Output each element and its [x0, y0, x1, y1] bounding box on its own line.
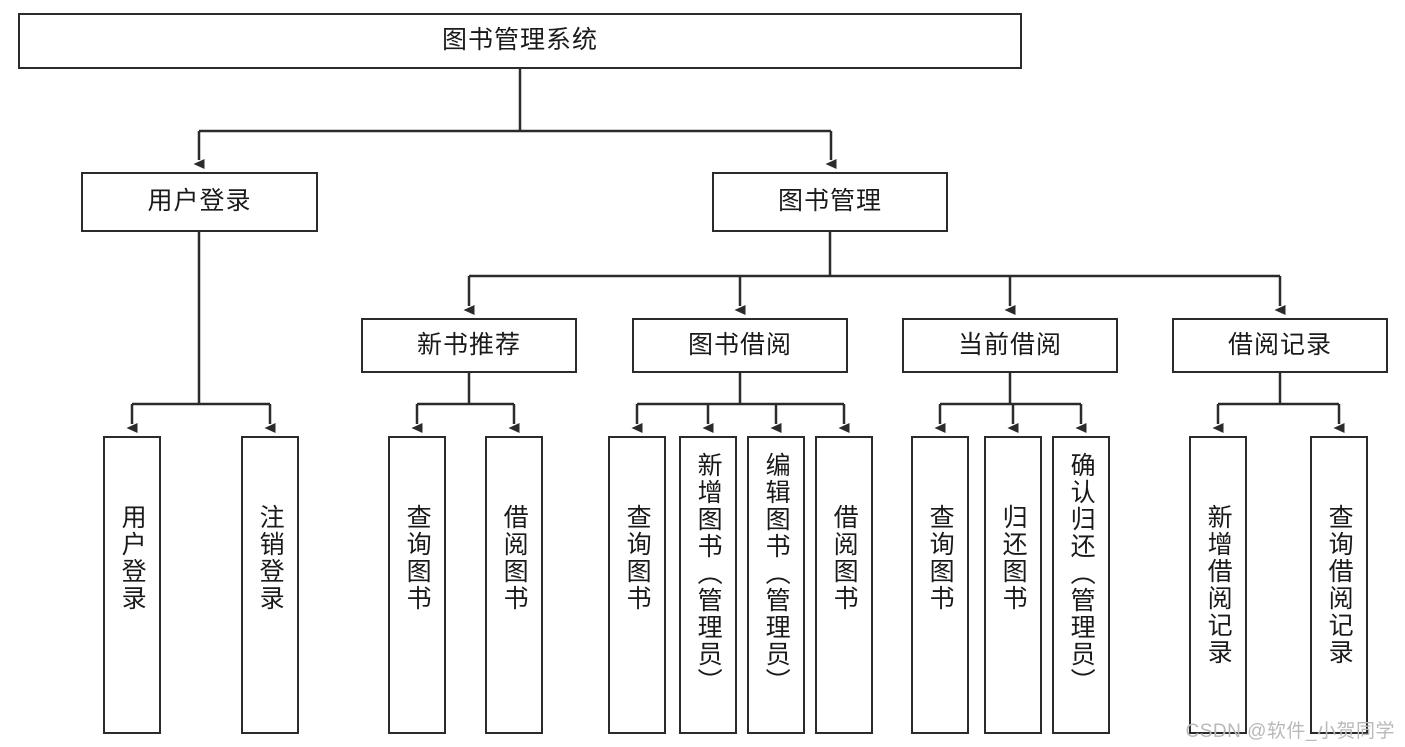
node-leaf-query-book-2-label: 查询图书 — [623, 504, 652, 612]
node-book-manage-label: 图书管理 — [777, 187, 882, 216]
node-leaf-add-record[interactable]: 新增借阅记录 — [1189, 436, 1247, 734]
node-leaf-borrow-book-2-label: 借阅图书 — [830, 504, 859, 612]
node-leaf-user-login-label: 用户登录 — [118, 504, 147, 612]
node-leaf-return-book[interactable]: 归还图书 — [984, 436, 1042, 734]
node-leaf-confirm-return-label: 确认归还（管理员） — [1067, 452, 1096, 695]
node-leaf-borrow-book-2[interactable]: 借阅图书 — [815, 436, 873, 734]
node-leaf-edit-book[interactable]: 编辑图书（管理员） — [747, 436, 805, 734]
node-root[interactable]: 图书管理系统 — [18, 13, 1022, 69]
node-leaf-add-book-label: 新增图书（管理员） — [694, 452, 723, 695]
node-user-login[interactable]: 用户登录 — [81, 172, 318, 232]
node-leaf-edit-book-label: 编辑图书（管理员） — [762, 452, 791, 695]
node-book-borrow[interactable]: 图书借阅 — [632, 318, 848, 373]
node-user-login-label: 用户登录 — [147, 187, 252, 216]
node-new-book-rec[interactable]: 新书推荐 — [361, 318, 577, 373]
node-leaf-query-record-label: 查询借阅记录 — [1325, 504, 1354, 666]
node-leaf-return-book-label: 归还图书 — [999, 504, 1028, 612]
node-leaf-add-book[interactable]: 新增图书（管理员） — [679, 436, 737, 734]
node-leaf-query-book-1-label: 查询图书 — [403, 504, 432, 612]
node-leaf-borrow-book-1[interactable]: 借阅图书 — [485, 436, 543, 734]
node-root-label: 图书管理系统 — [441, 26, 598, 55]
node-book-borrow-label: 图书借阅 — [687, 330, 792, 359]
node-leaf-query-book-2[interactable]: 查询图书 — [608, 436, 666, 734]
node-leaf-logout-label: 注销登录 — [256, 504, 285, 612]
node-leaf-query-book-3[interactable]: 查询图书 — [911, 436, 969, 734]
node-leaf-query-book-3-label: 查询图书 — [926, 504, 955, 612]
node-book-manage[interactable]: 图书管理 — [712, 172, 948, 232]
node-borrow-record[interactable]: 借阅记录 — [1172, 318, 1388, 373]
node-leaf-confirm-return[interactable]: 确认归还（管理员） — [1052, 436, 1110, 734]
node-leaf-user-login[interactable]: 用户登录 — [103, 436, 161, 734]
node-leaf-query-record[interactable]: 查询借阅记录 — [1310, 436, 1368, 734]
node-leaf-query-book-1[interactable]: 查询图书 — [388, 436, 446, 734]
csdn-watermark: CSDN @软件_小贺同学 — [1185, 721, 1395, 742]
node-leaf-logout[interactable]: 注销登录 — [241, 436, 299, 734]
node-leaf-borrow-book-1-label: 借阅图书 — [500, 504, 529, 612]
node-current-borrow-label: 当前借阅 — [957, 330, 1062, 359]
node-new-book-rec-label: 新书推荐 — [416, 330, 521, 359]
node-current-borrow[interactable]: 当前借阅 — [902, 318, 1118, 373]
node-leaf-add-record-label: 新增借阅记录 — [1204, 504, 1233, 666]
node-borrow-record-label: 借阅记录 — [1227, 330, 1332, 359]
